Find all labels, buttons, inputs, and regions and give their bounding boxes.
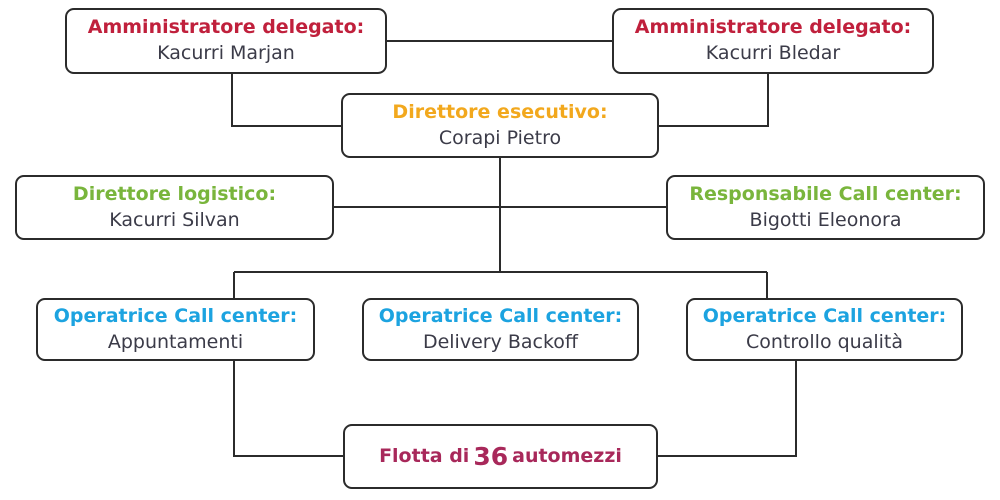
node-operator-1-person: Appuntamenti [107, 330, 244, 353]
node-operator-3-role: Operatrice Call center: [702, 304, 947, 327]
node-executive: Direttore esecutivo: Corapi Pietro [341, 93, 659, 158]
node-callcenter-manager-person: Bigotti Eleonora [749, 208, 902, 231]
node-operator-2-role: Operatrice Call center: [378, 304, 623, 327]
connector-operator-1-fleet [233, 361, 343, 457]
node-executive-person: Corapi Pietro [438, 126, 562, 149]
node-operator-2: Operatrice Call center: Delivery Backoff [362, 298, 639, 361]
node-operator-2-person: Delivery Backoff [422, 330, 579, 353]
node-logistics-role: Direttore logistico: [72, 182, 277, 205]
node-logistics-person: Kacurri Silvan [109, 208, 240, 231]
node-callcenter-manager: Responsabile Call center: Bigotti Eleono… [666, 175, 985, 240]
node-operator-3-person: Controllo qualità [745, 330, 904, 353]
node-ad-left-person: Kacurri Marjan [157, 42, 295, 64]
node-ad-right-role: Amministratore delegato: [634, 16, 912, 39]
connector-ad-right-executive [659, 74, 769, 127]
node-operator-3: Operatrice Call center: Controllo qualit… [686, 298, 963, 361]
node-executive-role: Direttore esecutivo: [392, 100, 608, 123]
fleet-suffix: automezzi [512, 444, 622, 467]
node-operator-1: Operatrice Call center: Appuntamenti [36, 298, 315, 361]
connector-ad-left-executive [231, 74, 341, 127]
connector-operator-3-fleet [658, 361, 797, 457]
node-fleet: Flotta di 36 automezzi [343, 424, 658, 489]
fleet-count: 36 [473, 441, 509, 471]
node-ad-left: Amministratore delegato: Kacurri Marjan [65, 8, 387, 74]
node-callcenter-manager-role: Responsabile Call center: [689, 182, 962, 205]
node-ad-right-person: Kacurri Bledar [705, 42, 841, 64]
node-logistics: Direttore logistico: Kacurri Silvan [15, 175, 334, 240]
node-ad-left-role: Amministratore delegato: [87, 16, 365, 39]
fleet-prefix: Flotta di [379, 444, 470, 467]
node-operator-1-role: Operatrice Call center: [53, 304, 298, 327]
node-ad-right: Amministratore delegato: Kacurri Bledar [612, 8, 934, 74]
